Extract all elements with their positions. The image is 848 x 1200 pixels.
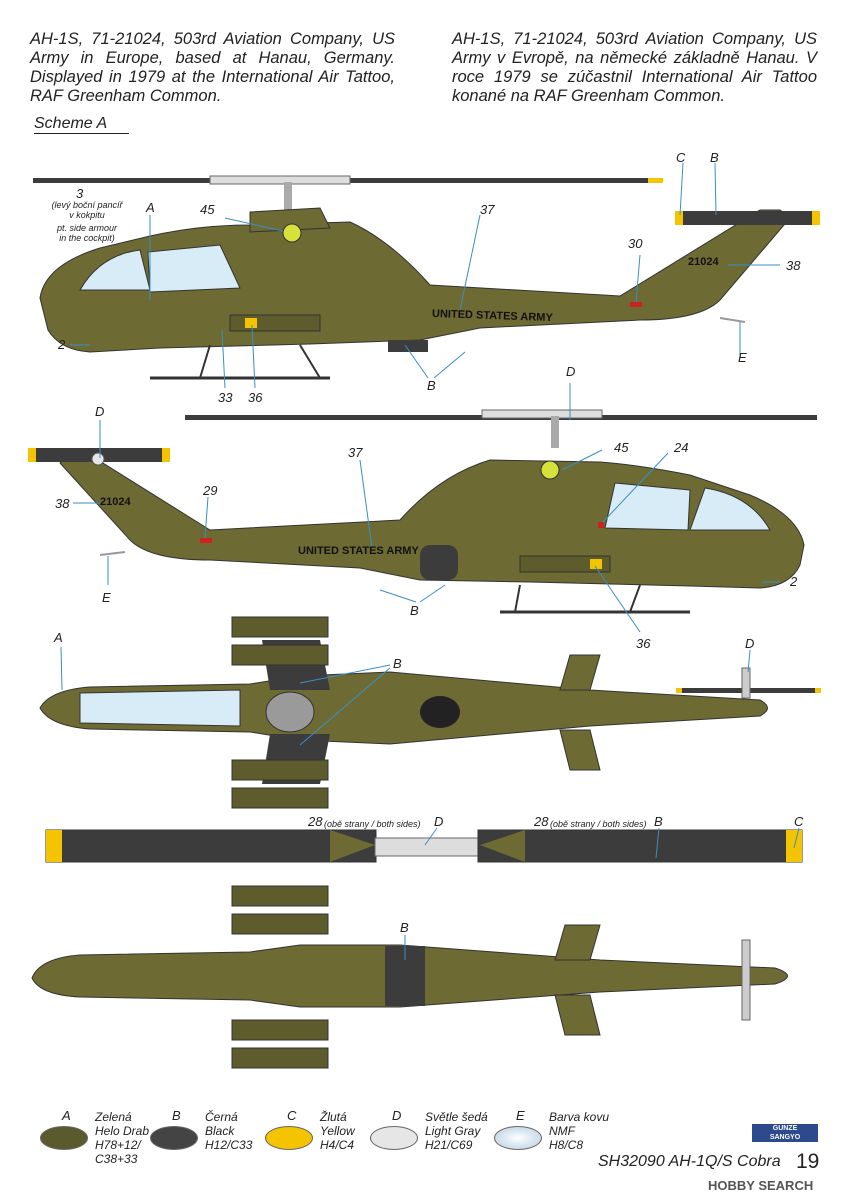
serial-left: 21024: [688, 256, 719, 268]
callout-33: 33: [218, 390, 233, 405]
callout-45-2: 45: [614, 440, 629, 455]
callout-37-2: 37: [348, 445, 363, 460]
legend-letter: D: [392, 1108, 402, 1123]
color-swatch: [40, 1126, 88, 1150]
callout-38-1: 38: [786, 258, 801, 273]
left-side-view: [33, 175, 820, 380]
intro-czech: AH-1S, 71-21024, 503rd Aviation Company,…: [452, 30, 817, 105]
callout-D-4: D: [434, 814, 444, 829]
callout-28-2: 28: [534, 814, 549, 829]
callout-C-2: C: [794, 814, 804, 829]
rotor-blades-view: [45, 829, 803, 863]
callout-B-2: B: [427, 378, 436, 393]
color-swatch: [150, 1126, 198, 1150]
marking-right: UNITED STATES ARMY: [298, 545, 419, 557]
callout-36-1: 36: [248, 390, 263, 405]
callout-38-2: 38: [55, 496, 70, 511]
legend-letter: E: [516, 1108, 525, 1123]
serial-right: 21024: [100, 496, 131, 508]
callout-28-1: 28: [308, 814, 323, 829]
callout-3: 3: [76, 186, 84, 201]
callout-E-1: E: [738, 350, 747, 365]
legend-letter: B: [172, 1108, 181, 1123]
callout-D-1: D: [566, 364, 576, 379]
callout-E-2: E: [102, 590, 111, 605]
callout-both-sides-1: (obě strany / both sides): [324, 819, 421, 829]
legend-letter: C: [287, 1108, 297, 1123]
callout-2-1: 2: [58, 337, 66, 352]
legend-letter: A: [62, 1108, 71, 1123]
callout-D-3: D: [745, 636, 755, 651]
callout-B-4: B: [393, 656, 402, 671]
callout-2-2: 2: [790, 574, 798, 589]
callout-36-2: 36: [636, 636, 651, 651]
footer-title: SH32090 AH-1Q/S Cobra: [598, 1153, 781, 1170]
callout-24: 24: [674, 440, 689, 455]
callout-both-sides-2: (obě strany / both sides): [550, 819, 647, 829]
color-swatch: [265, 1126, 313, 1150]
callout-A-2: A: [54, 630, 63, 645]
callout-29: 29: [203, 483, 218, 498]
callout-B-6: B: [400, 920, 409, 935]
callout-45-1: 45: [200, 202, 215, 217]
callout-B-3: B: [410, 603, 419, 618]
color-swatch: [370, 1126, 418, 1150]
right-side-view: [28, 409, 817, 614]
leader-lines: [60, 162, 800, 960]
callout-A-1: A: [146, 200, 155, 215]
watermark: HOBBY SEARCH: [708, 1178, 814, 1193]
top-view: [39, 616, 821, 809]
callout-37-1: 37: [480, 202, 495, 217]
page-number: 19: [796, 1150, 820, 1173]
intro-english: AH-1S, 71-21024, 503rd Aviation Company,…: [30, 30, 395, 105]
callout-D-2: D: [95, 404, 105, 419]
callout-B-5: B: [654, 814, 663, 829]
callout-B-1: B: [710, 150, 719, 165]
callout-C-1: C: [676, 150, 686, 165]
scheme-title: Scheme A: [34, 115, 130, 134]
callout-30: 30: [628, 236, 643, 251]
bottom-view: [31, 885, 788, 1069]
color-swatch: [494, 1126, 542, 1150]
